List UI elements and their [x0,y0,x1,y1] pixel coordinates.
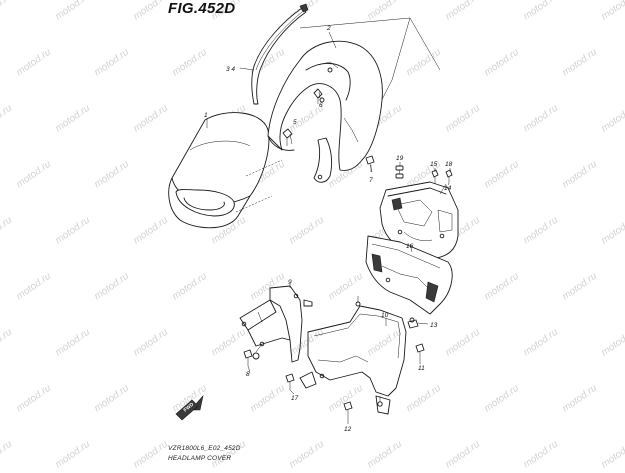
part-1-headlamp-housing [168,112,283,229]
watermark-text: motod.ru [287,215,326,247]
watermark-text: motod.ru [326,271,365,303]
callout-5: 5 [293,119,297,126]
watermark-text: motod.ru [482,47,521,79]
model-code: VZR1800L6_E02_452D [168,445,241,452]
leader-lines [206,31,451,424]
watermark-text: motod.ru [170,47,209,79]
callout-12: 12 [344,426,352,433]
watermark-text: motod.ru [404,47,443,79]
watermark-text: motod.ru [0,215,14,247]
part-16-lower-panel [365,235,453,315]
watermark-text: motod.ru [365,439,404,468]
callout-14: 14 [444,185,452,192]
watermark-text: motod.ru [560,271,599,303]
watermark-text: motod.ru [92,47,131,79]
watermark-text: motod.ru [599,0,625,22]
watermark-text: motod.ru [170,271,209,303]
callout-18: 18 [445,161,453,168]
watermark-text: motod.ru [521,103,560,135]
callout-13: 13 [430,322,438,329]
watermark-text: motod.ru [53,103,92,135]
watermark-text: motod.ru [0,0,14,22]
watermark-text: motod.ru [209,439,248,468]
watermark-text: motod.ru [131,215,170,247]
watermark-text: motod.ru [131,439,170,468]
watermark-text: motod.ru [0,103,14,135]
watermark-text: motod.ru [287,327,326,359]
callout-8: 8 [246,371,250,378]
watermark-text: motod.ru [287,439,326,468]
watermark-text: motod.ru [482,159,521,191]
callout-19: 19 [396,155,404,162]
part-group-name: HEADLAMP COVER [168,455,232,462]
watermark-text: motod.ru [14,383,53,415]
fasteners-8-11-12-13-17 [243,319,425,418]
watermark-text: motod.ru [443,103,482,135]
watermark-text: motod.ru [0,439,14,468]
watermark-text: motod.ru [599,215,625,247]
watermark-text: motod.ru [482,271,521,303]
watermark-text: motod.ru [53,327,92,359]
watermark-text: motod.ru [53,215,92,247]
callout-1: 1 [204,112,208,119]
watermark-text: motod.ru [0,327,14,359]
watermark-text: motod.ru [521,0,560,22]
watermark-text: motod.ru [92,271,131,303]
callout-labels: 1 2 3 4 5 6 7 8 9 10 11 12 13 14 15 16 1… [204,25,453,433]
watermark-text: motod.ru [53,0,92,22]
callout-10: 10 [381,312,389,319]
watermark-text: motod.ru [92,383,131,415]
watermark-text: motod.ru [404,383,443,415]
watermark-text: motod.ru [443,439,482,468]
callout-3-4: 3 4 [226,66,235,73]
callout-2: 2 [326,25,331,32]
callout-11: 11 [418,365,425,372]
callout-6: 6 [319,102,323,109]
callout-7: 7 [369,177,373,184]
callout-17: 17 [291,395,299,402]
callout-16: 16 [406,243,414,250]
watermark-text: motod.ru [521,439,560,468]
watermark-text: motod.ru [560,383,599,415]
watermark-text: motod.ru [209,327,248,359]
watermark-text: motod.ru [53,439,92,468]
fasteners-5-6 [282,88,323,146]
watermark-text: motod.ru [14,47,53,79]
callout-15: 15 [430,161,438,168]
watermark-text: motod.ru [560,47,599,79]
watermark-text: motod.ru [92,159,131,191]
watermark-text: motod.ru [482,383,521,415]
watermark-text: motod.ru [443,0,482,22]
watermark-text: motod.ru [521,215,560,247]
watermark-text: motod.ru [131,0,170,22]
watermark-text: motod.ru [14,271,53,303]
part-2-outer-cover [267,17,441,183]
part-14-inner-panel [379,181,459,259]
part-3-4-trim-strip [251,3,309,105]
part-9-left-bracket [239,285,313,363]
figure-title: FIG.452D [168,0,236,17]
watermark-text: motod.ru [599,103,625,135]
watermark-text: motod.ru [599,439,625,468]
callout-9: 9 [288,279,292,286]
watermark-text: motod.ru [443,327,482,359]
watermark-text: motod.ru [131,327,170,359]
part-10-right-bracket [299,296,415,415]
watermark-text: motod.ru [521,327,560,359]
watermark-text: motod.ru [560,159,599,191]
watermark-text: motod.ru [599,327,625,359]
watermark-text: motod.ru [131,103,170,135]
watermark-text: motod.ru [248,383,287,415]
fastener-7 [365,155,375,173]
watermark-text: motod.ru [14,159,53,191]
